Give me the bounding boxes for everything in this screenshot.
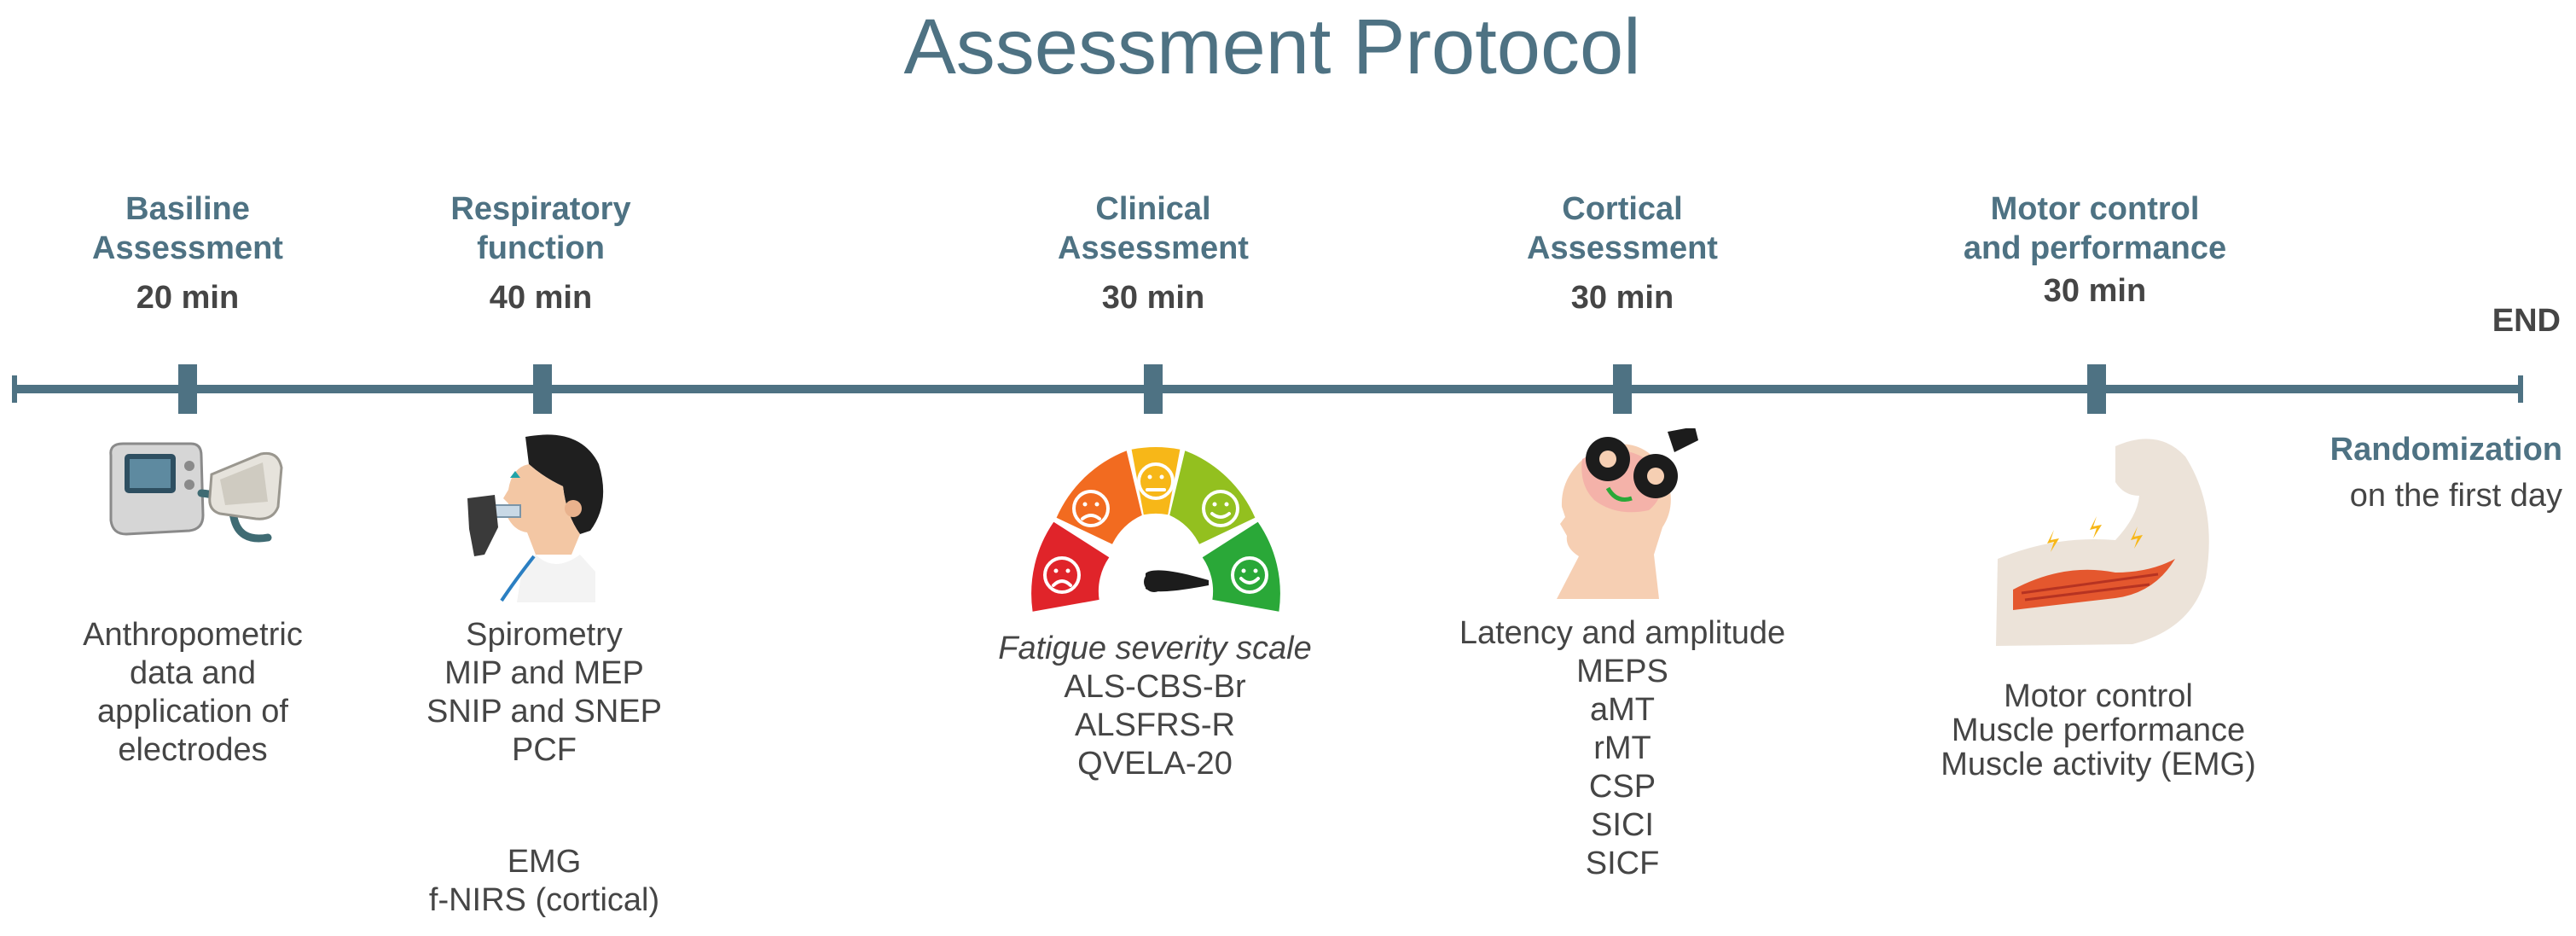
list-item: SICI — [1591, 807, 1654, 843]
end-label: END — [2492, 303, 2561, 339]
timeline-tick — [1144, 364, 1163, 414]
fatigue-gauge-icon — [1031, 447, 1280, 612]
list-item: Motor control — [2004, 678, 2193, 714]
stage-name: Assessment — [1527, 230, 1718, 266]
randomization-label: Randomization — [2329, 432, 2562, 468]
stage-name: Cortical — [1562, 191, 1683, 227]
list-item: ALS-CBS-Br — [1064, 669, 1246, 705]
stage-name: and performance — [1963, 230, 2227, 266]
list-item: CSP — [1588, 769, 1656, 805]
blood-pressure-monitor-icon — [109, 442, 283, 543]
timeline-end-cap — [2518, 375, 2523, 403]
stage-name: function — [477, 230, 605, 266]
list-item: QVELA-20 — [1077, 746, 1233, 782]
flexed-arm-muscle-icon — [1996, 439, 2209, 646]
list-item: f-NIRS (cortical) — [428, 882, 660, 918]
stage-header-respiratory: Respiratory function 40 min — [450, 189, 630, 317]
list-item: PCF — [511, 732, 577, 768]
list-item: MEPS — [1576, 654, 1668, 689]
stage-duration: 40 min — [489, 280, 593, 316]
stage-duration: 20 min — [136, 280, 240, 316]
stage-name: Clinical — [1095, 191, 1211, 227]
clinical-items: Fatigue severity scale ALS-CBS-Br ALSFRS… — [998, 630, 1312, 783]
stage-name: Assessment — [1058, 230, 1249, 266]
timeline-start-cap — [12, 375, 17, 403]
stage-header-baseline: Basiline Assessment 20 min — [92, 189, 283, 317]
respiratory-extra-items: EMG f-NIRS (cortical) — [429, 843, 659, 920]
stage-header-cortical: Cortical Assessment 30 min — [1527, 189, 1718, 317]
timeline-axis — [14, 385, 2521, 393]
stage-name: Assessment — [92, 230, 283, 266]
stage-name: Motor control — [1990, 191, 2200, 227]
stage-duration: 30 min — [1570, 280, 1674, 316]
list-item-italic: Fatigue severity scale — [998, 631, 1312, 666]
list-item: Spirometry — [466, 617, 623, 653]
list-item: rMT — [1593, 730, 1651, 766]
randomization-note: Randomization on the first day — [2330, 427, 2562, 519]
list-item: Anthropometric — [83, 617, 303, 653]
list-item: MIP and MEP — [444, 655, 644, 691]
list-item: EMG — [507, 844, 582, 880]
stage-name: Basiline — [125, 191, 250, 227]
baseline-items: Anthropometric data and application of e… — [83, 616, 303, 770]
stage-header-motor: Motor control and performance 30 min — [1964, 189, 2226, 311]
list-item: aMT — [1590, 692, 1655, 728]
stage-duration: 30 min — [1101, 280, 1205, 316]
list-item: Latency and amplitude — [1459, 615, 1786, 651]
motor-items: Motor control Muscle performance Muscle … — [1941, 679, 2255, 782]
list-item: data and — [130, 655, 256, 691]
stage-duration: 30 min — [2043, 273, 2147, 309]
timeline-tick — [2087, 364, 2106, 414]
tms-head-coil-icon — [1557, 428, 1698, 599]
list-item: application of — [97, 694, 288, 730]
timeline-tick — [1613, 364, 1632, 414]
list-item: SICF — [1585, 846, 1660, 881]
respiratory-items: Spirometry MIP and MEP SNIP and SNEP PCF — [426, 616, 662, 770]
list-item: SNIP and SNEP — [426, 694, 663, 730]
cortical-items: Latency and amplitude MEPS aMT rMT CSP S… — [1459, 614, 1785, 883]
page-title: Assessment Protocol — [903, 3, 1641, 90]
spirometry-patient-icon — [467, 434, 604, 602]
stage-header-clinical: Clinical Assessment 30 min — [1058, 189, 1249, 317]
stage-name: Respiratory — [450, 191, 631, 227]
list-item: Muscle performance — [1951, 712, 2246, 748]
list-item: electrodes — [118, 732, 268, 768]
timeline-tick — [178, 364, 197, 414]
timeline-tick — [533, 364, 552, 414]
list-item: ALSFRS-R — [1075, 707, 1235, 743]
list-item: Muscle activity (EMG) — [1941, 747, 2256, 782]
randomization-detail: on the first day — [2349, 478, 2562, 514]
